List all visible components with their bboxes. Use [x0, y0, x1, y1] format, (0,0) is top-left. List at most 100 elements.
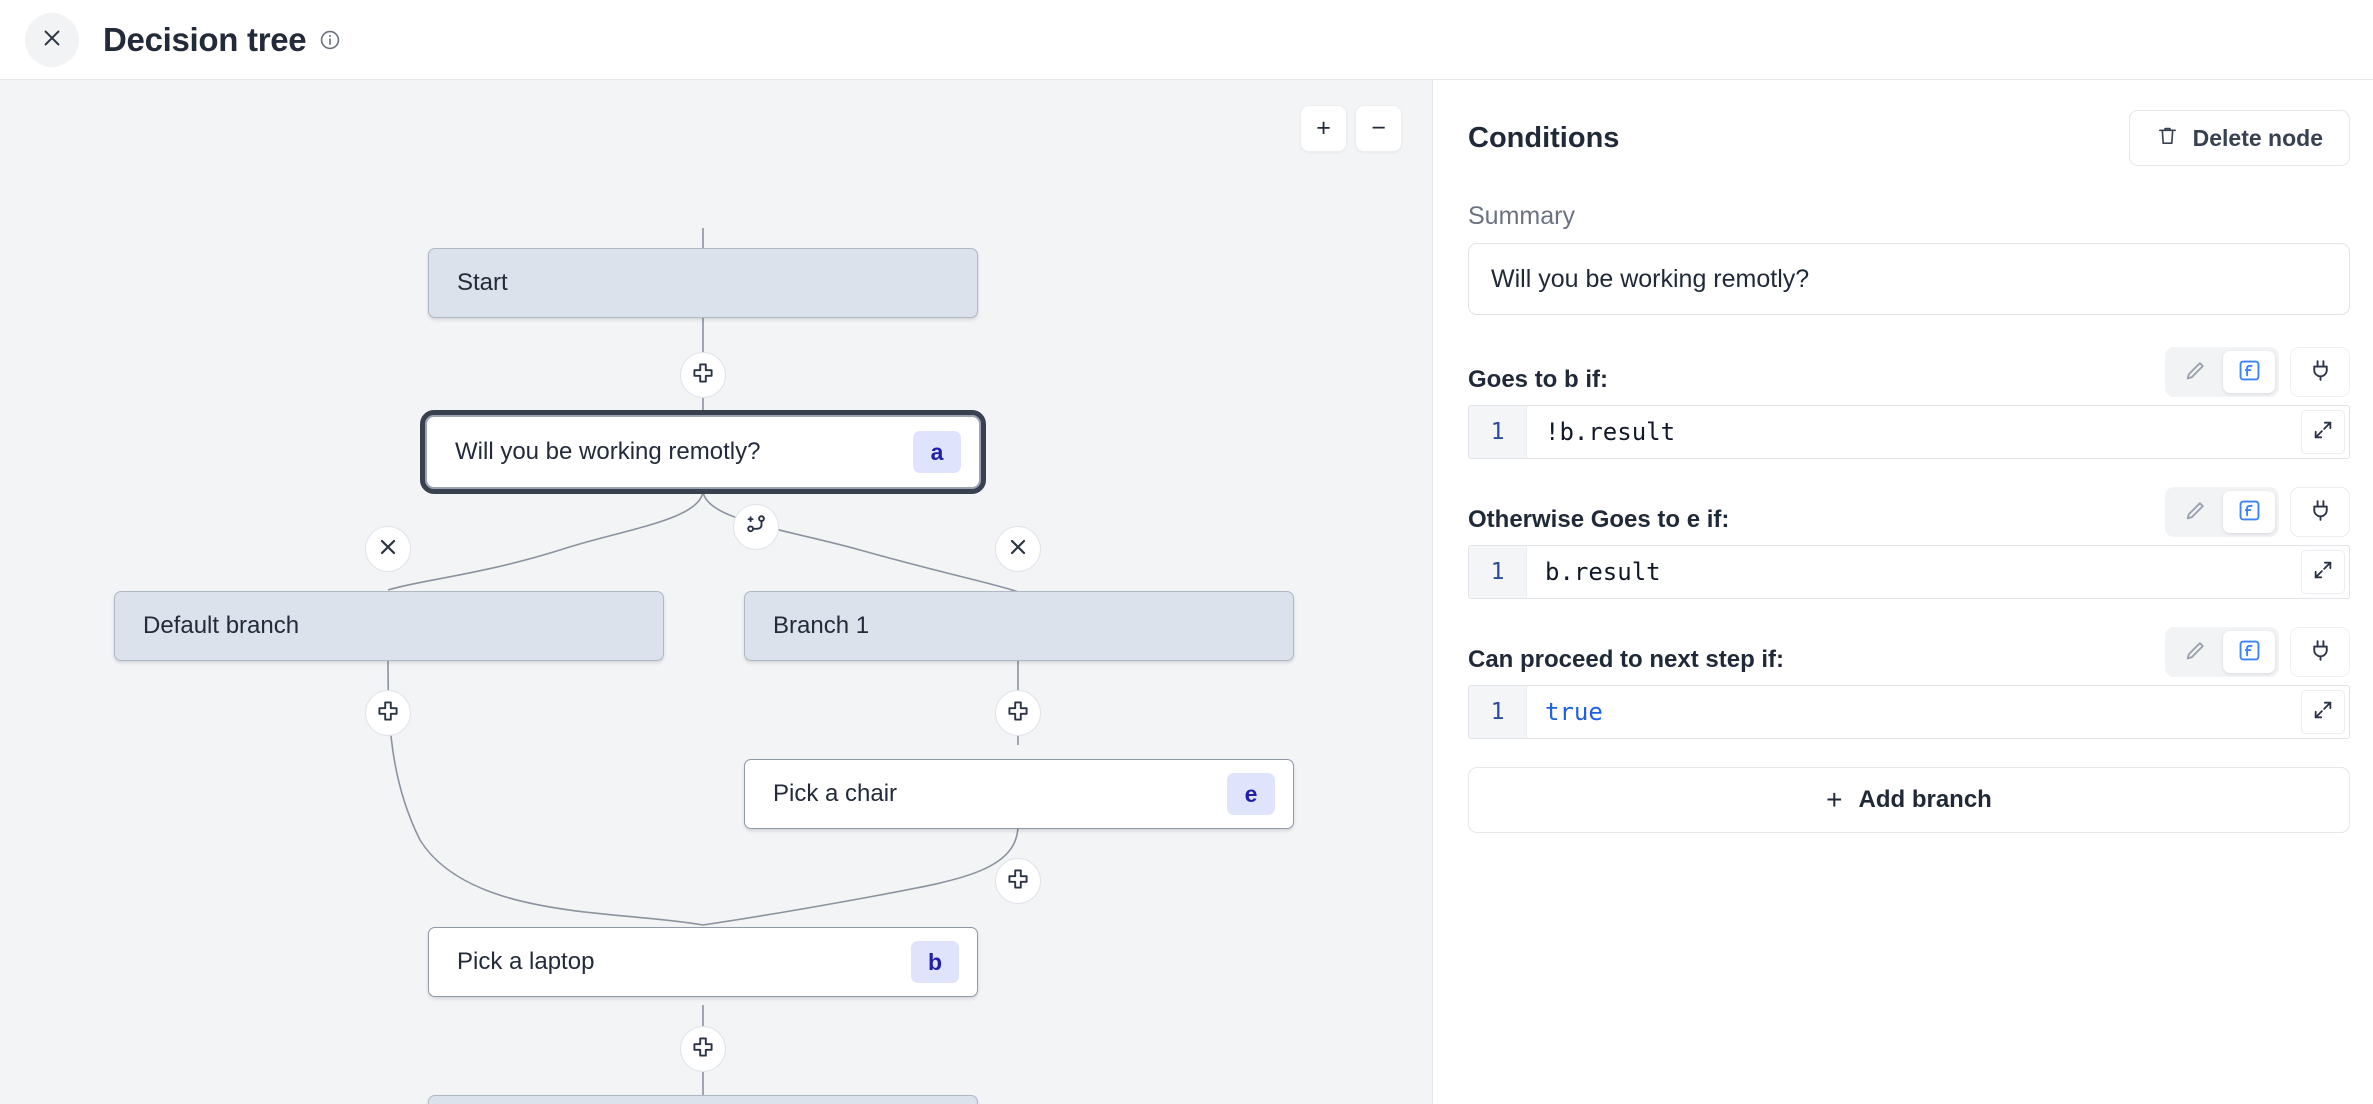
node-label: Start — [457, 269, 508, 296]
function-fx-icon — [2237, 638, 2262, 666]
code-editor[interactable]: 1 !b.result — [1468, 405, 2350, 459]
condition-actions — [2165, 627, 2350, 677]
flow-node-end[interactable]: End — [428, 1095, 978, 1104]
zoom-controls: + − — [1300, 105, 1402, 152]
code-editor[interactable]: 1 b.result — [1468, 545, 2350, 599]
add-branch-button[interactable]: + Add branch — [1468, 767, 2350, 833]
code-content[interactable]: true — [1545, 698, 1603, 726]
line-number: 1 — [1469, 686, 1527, 738]
flow-node-pick-a-chair[interactable]: Pick a chair e — [744, 759, 1294, 829]
condition-label: Goes to b if: — [1468, 366, 1608, 393]
editor-mode-toggle — [2165, 347, 2279, 397]
function-mode-button[interactable] — [2223, 491, 2275, 533]
expand-icon — [2312, 419, 2334, 446]
add-branch-handle[interactable] — [733, 504, 779, 550]
code-content[interactable]: b.result — [1545, 558, 1661, 586]
plus-node-icon — [1006, 699, 1030, 728]
delete-node-button[interactable]: Delete node — [2128, 110, 2350, 166]
node-label: Will you be working remotly? — [455, 438, 761, 465]
flow-node-start[interactable]: Start — [428, 248, 978, 318]
plus-node-icon — [376, 699, 400, 728]
code-editor[interactable]: 1 true — [1468, 685, 2350, 739]
add-branch-icon — [744, 513, 768, 542]
expand-icon — [2312, 559, 2334, 586]
summary-input[interactable] — [1468, 243, 2350, 315]
node-label: Pick a laptop — [457, 948, 595, 975]
add-step-handle-default-branch[interactable] — [365, 690, 411, 736]
connect-plug-button[interactable] — [2290, 347, 2350, 397]
plus-node-icon — [691, 1035, 715, 1064]
node-badge: a — [913, 431, 961, 473]
pencil-icon — [2183, 498, 2208, 526]
remove-branch-handle-left[interactable] — [365, 526, 411, 572]
node-badge: b — [911, 941, 959, 983]
expand-editor-button[interactable] — [2301, 550, 2345, 594]
remove-branch-handle-right[interactable] — [995, 526, 1041, 572]
editor-mode-toggle — [2165, 487, 2279, 537]
function-fx-icon — [2237, 498, 2262, 526]
plug-icon — [2308, 358, 2333, 386]
condition-header: Can proceed to next step if: — [1468, 627, 2350, 677]
trash-icon — [2156, 124, 2179, 153]
add-step-handle-branch-1[interactable] — [995, 690, 1041, 736]
pencil-mode-button[interactable] — [2169, 351, 2221, 393]
line-number: 1 — [1469, 406, 1527, 458]
flow-canvas[interactable]: + − Start Will you be working remotly? a… — [0, 80, 1433, 1104]
function-mode-button[interactable] — [2223, 631, 2275, 673]
condition-label: Can proceed to next step if: — [1468, 646, 1785, 673]
plus-node-icon — [1006, 867, 1030, 896]
pencil-mode-button[interactable] — [2169, 491, 2221, 533]
zoom-in-button[interactable]: + — [1300, 105, 1347, 152]
function-mode-button[interactable] — [2223, 351, 2275, 393]
flow-node-question[interactable]: Will you be working remotly? a — [420, 410, 986, 494]
flow-node-default-branch[interactable]: Default branch — [114, 591, 664, 661]
flow-node-pick-a-laptop[interactable]: Pick a laptop b — [428, 927, 978, 997]
add-step-handle-pick-a-chair[interactable] — [995, 858, 1041, 904]
node-label: Branch 1 — [773, 612, 870, 639]
conditions-panel: Conditions Delete node Summary Goes to b… — [1434, 80, 2373, 1104]
summary-label: Summary — [1468, 202, 1575, 230]
node-label: Default branch — [143, 612, 300, 639]
expand-editor-button[interactable] — [2301, 410, 2345, 454]
pencil-mode-button[interactable] — [2169, 631, 2221, 673]
close-button[interactable] — [25, 12, 79, 67]
code-content[interactable]: !b.result — [1545, 418, 1676, 446]
condition-label: Otherwise Goes to e if: — [1468, 506, 1730, 533]
pencil-icon — [2183, 638, 2208, 666]
plug-icon — [2308, 498, 2333, 526]
condition-actions — [2165, 347, 2350, 397]
condition-row-can-proceed: Can proceed to next step if: — [1468, 627, 2350, 739]
expand-editor-button[interactable] — [2301, 690, 2345, 734]
condition-row-goes-to-b: Goes to b if: — [1468, 347, 2350, 459]
plus-icon: + — [1826, 784, 1843, 815]
condition-row-otherwise-goes-to-e: Otherwise Goes to e if: — [1468, 487, 2350, 599]
close-icon — [41, 27, 63, 52]
add-step-handle-start[interactable] — [680, 352, 726, 398]
condition-header: Goes to b if: — [1468, 347, 2350, 397]
line-number: 1 — [1469, 546, 1527, 598]
close-icon — [1006, 535, 1030, 564]
panel-title: Conditions — [1468, 121, 1620, 154]
page-title: Decision tree — [103, 20, 307, 58]
delete-node-label: Delete node — [2192, 124, 2323, 151]
app-header: Decision tree — [0, 0, 2373, 80]
node-label: Pick a chair — [773, 780, 898, 807]
zoom-out-button[interactable]: − — [1355, 105, 1402, 152]
add-branch-label: Add branch — [1858, 786, 1992, 813]
plug-icon — [2308, 638, 2333, 666]
connect-plug-button[interactable] — [2290, 487, 2350, 537]
pencil-icon — [2183, 358, 2208, 386]
plus-node-icon — [691, 361, 715, 390]
add-step-handle-pick-a-laptop[interactable] — [680, 1026, 726, 1072]
function-fx-icon — [2237, 358, 2262, 386]
panel-header: Conditions Delete node — [1468, 110, 2350, 166]
connect-plug-button[interactable] — [2290, 627, 2350, 677]
editor-mode-toggle — [2165, 627, 2279, 677]
condition-header: Otherwise Goes to e if: — [1468, 487, 2350, 537]
close-icon — [376, 535, 400, 564]
info-circle-icon[interactable] — [319, 29, 341, 51]
condition-actions — [2165, 487, 2350, 537]
flow-node-branch-1[interactable]: Branch 1 — [744, 591, 1294, 661]
expand-icon — [2312, 699, 2334, 726]
node-badge: e — [1227, 773, 1275, 815]
